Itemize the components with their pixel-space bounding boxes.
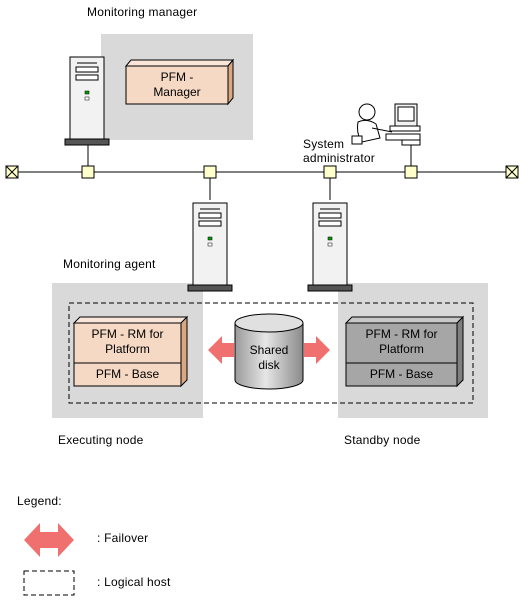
executing-server-icon <box>187 202 233 292</box>
executing-rm-label: PFM - RM for Platform <box>91 327 164 356</box>
connector-icon <box>323 165 337 179</box>
pfm-manager-box <box>124 58 235 106</box>
standby-rm-label: PFM - RM for Platform <box>365 327 438 356</box>
standby-pfm-stack <box>344 315 465 388</box>
pfm-manager-label: PFM - Manager <box>153 70 201 99</box>
administrator-icon <box>351 103 393 145</box>
manager-server-icon <box>64 56 110 146</box>
shared-disk-label: Shared disk <box>249 343 289 372</box>
terminator-icon <box>5 165 19 179</box>
standby-node-label: Standby node <box>344 433 421 447</box>
logical-host-boundary <box>68 302 474 404</box>
standby-base-label: PFM - Base <box>369 367 434 381</box>
connector-icon <box>81 165 95 179</box>
executing-pfm-stack <box>72 315 189 388</box>
pc-icon <box>385 103 421 146</box>
terminator-icon <box>505 165 519 179</box>
failover-arrow-left <box>208 336 234 364</box>
shared-disk-icon <box>234 313 304 390</box>
monitoring-agent-label: Monitoring agent <box>63 257 156 271</box>
executing-base-label: PFM - Base <box>95 367 160 381</box>
standby-server-icon <box>307 202 353 292</box>
failover-arrow-right <box>304 336 330 364</box>
legend-failover-arrow-icon <box>24 523 74 557</box>
legend-logical-host-icon <box>23 570 75 596</box>
connector-icon <box>404 165 418 179</box>
legend-title: Legend: <box>17 494 62 508</box>
monitoring-manager-label: Monitoring manager <box>87 5 198 19</box>
legend-failover-label: : Failover <box>97 531 149 545</box>
legend-logical-host-label: : Logical host <box>97 575 171 589</box>
connector-icon <box>203 165 217 179</box>
executing-node-label: Executing node <box>58 433 144 447</box>
system-administrator-label: System administrator <box>303 137 375 165</box>
